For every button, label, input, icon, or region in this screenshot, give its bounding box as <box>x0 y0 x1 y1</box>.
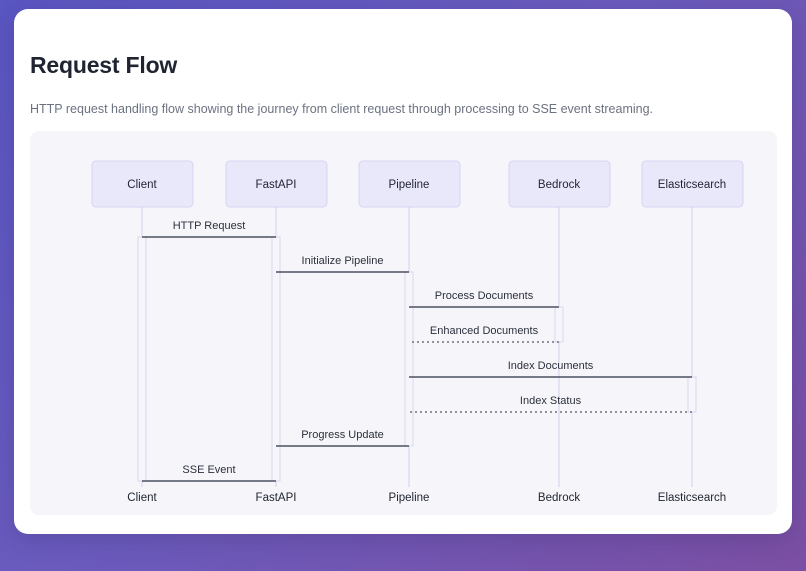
message-label: Initialize Pipeline <box>302 255 384 267</box>
message-label: SSE Event <box>182 464 235 476</box>
participant-label-pipeline: Pipeline <box>389 179 430 191</box>
participant-label-fastapi: FastAPI <box>256 179 297 191</box>
activation-bar-pipeline <box>404 271 414 447</box>
message-6: Index Status <box>409 395 692 413</box>
participant-label-client: Client <box>127 179 157 191</box>
message-5: Index Documents <box>409 360 692 378</box>
message-1: HTTP Request <box>142 220 276 238</box>
participant-bedrock[interactable]: Bedrock <box>508 160 611 208</box>
message-label: HTTP Request <box>173 220 246 232</box>
message-label: Index Documents <box>508 360 594 372</box>
participant-box-elasticsearch[interactable] <box>641 160 744 208</box>
participant-foot-label-pipeline: Pipeline <box>389 492 430 504</box>
participant-fastapi[interactable]: FastAPI <box>225 160 328 208</box>
message-7: Progress Update <box>276 429 409 447</box>
activations-layer <box>137 236 697 482</box>
participant-box-fastapi[interactable] <box>225 160 328 208</box>
activation-bar-elasticsearch <box>687 376 697 413</box>
participant-foot-label-bedrock: Bedrock <box>538 492 580 504</box>
participant-label-elasticsearch: Elasticsearch <box>658 179 726 191</box>
message-4: Enhanced Documents <box>409 325 559 343</box>
participant-foot-label-fastapi: FastAPI <box>256 492 297 504</box>
participant-box-bedrock[interactable] <box>508 160 611 208</box>
participant-elasticsearch[interactable]: Elasticsearch <box>641 160 744 208</box>
message-label: Process Documents <box>435 290 534 302</box>
activation-bar-fastapi <box>271 236 281 482</box>
participant-foot-label-client: Client <box>127 492 157 504</box>
activation-bar-bedrock <box>554 306 564 343</box>
activation-bar-client <box>137 236 147 482</box>
participant-foot-labels-layer: Client FastAPI Pipeline Bedrock Elasticsearc… <box>127 492 726 504</box>
main-card: Request Flow HTTP request handling flow … <box>14 9 792 534</box>
participant-label-bedrock: Bedrock <box>538 179 580 191</box>
page-subtitle: HTTP request handling flow showing the j… <box>30 102 654 116</box>
participant-pipeline[interactable]: Pipeline <box>358 160 461 208</box>
participant-client[interactable]: Client <box>91 160 194 208</box>
participant-box-pipeline[interactable] <box>358 160 461 208</box>
participants-layer: Client FastAPI Pipeline Bedrock Elasticsearc… <box>91 160 744 208</box>
page-title: Request Flow <box>30 52 178 78</box>
message-3: Process Documents <box>409 290 559 308</box>
message-2: Initialize Pipeline <box>276 255 409 273</box>
message-label: Progress Update <box>301 429 384 441</box>
participant-foot-label-elasticsearch: Elasticsearch <box>658 492 726 504</box>
participant-box-client[interactable] <box>91 160 194 208</box>
message-label: Index Status <box>520 395 582 407</box>
lifelines-layer <box>141 207 693 487</box>
message-label: Enhanced Documents <box>430 325 539 337</box>
message-8: SSE Event <box>142 464 276 482</box>
